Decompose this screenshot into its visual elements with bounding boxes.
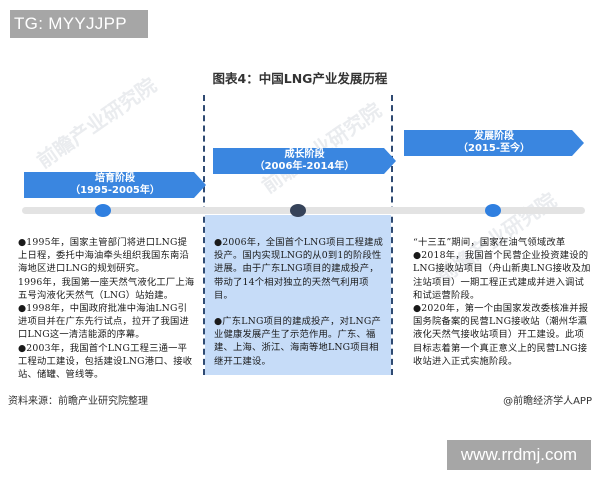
source-note: 资料来源：前瞻产业研究院整理 bbox=[8, 396, 148, 407]
event-text: 1996年，我国第一座天然气液化工厂上海五号沟液化天然气（LNG）站始建。 bbox=[18, 276, 195, 301]
event-text: “十三五”期间，国家在油气领域改革 bbox=[413, 237, 566, 248]
stage-period: （1995-2005年） bbox=[70, 185, 160, 196]
stage-name: 培育阶段 bbox=[95, 173, 135, 184]
stage-description-growth: ●2006年，全国首个LNG项目工程建成投产。国内实现LNG的从0到1的阶段性进… bbox=[214, 236, 384, 368]
timeline-dot-cultivation bbox=[95, 204, 111, 217]
middle-stage-dashed-frame bbox=[203, 95, 393, 375]
stage-description-cultivation: ●1995年，国家主管部门将进口LNG提上日程，委托中海油牵头组织我国东南沿海地… bbox=[18, 236, 196, 381]
stage-period: （2006年-2014年） bbox=[254, 161, 355, 172]
figure-title: 图表4：中国LNG产业发展历程 bbox=[212, 71, 388, 86]
stage-arrow-cultivation: 培育阶段 （1995-2005年） bbox=[24, 172, 206, 198]
top-watermark-badge: TG: MYYJJPP bbox=[10, 10, 148, 38]
timeline-dot-growth bbox=[290, 204, 306, 217]
bottom-watermark-badge: www.rrdmj.com bbox=[447, 440, 591, 470]
event-text: ●2020年，第一个由国家发改委核准并报国务院备案的民营LNG接收站（潮州华瀛液… bbox=[413, 303, 589, 367]
middle-stage-highlight bbox=[205, 215, 391, 375]
stage-description-development: “十三五”期间，国家在油气领域改革 ●2018年，我国首个民营企业投资建设的LN… bbox=[413, 236, 591, 368]
timeline-dot-development bbox=[485, 204, 501, 217]
event-text: ●1995年，国家主管部门将进口LNG提上日程，委托中海油牵头组织我国东南沿海地… bbox=[18, 237, 189, 275]
event-text: ●2003年，我国首个LNG工程三通一平工程动工建设，包括建设LNG港口、接收站… bbox=[18, 342, 193, 381]
stage-arrow-development: 发展阶段 （2015-至今） bbox=[404, 130, 584, 156]
stage-period: （2015-至今） bbox=[458, 143, 530, 154]
stage-name: 发展阶段 bbox=[474, 131, 514, 142]
event-text: ●2006年，全国首个LNG项目工程建成投产。国内实现LNG的从0到1的阶段性进… bbox=[214, 237, 384, 301]
credit-note: @前瞻经济学人APP bbox=[503, 396, 592, 407]
stage-arrow-growth: 成长阶段 （2006年-2014年） bbox=[213, 148, 396, 174]
stage-name: 成长阶段 bbox=[284, 149, 325, 160]
event-text: ●1998年，中国政府批准中海油LNG引进项目并在广东先行试点，拉开了我国进口L… bbox=[18, 303, 189, 341]
event-text: ●2018年，我国首个民营企业投资建设的LNG接收站项目（舟山新奥LNG接收及加… bbox=[413, 250, 591, 301]
event-text: ●广东LNG项目的建成投产，对LNG产业健康发展产生了示范作用。广东、福建、上海… bbox=[214, 316, 381, 367]
